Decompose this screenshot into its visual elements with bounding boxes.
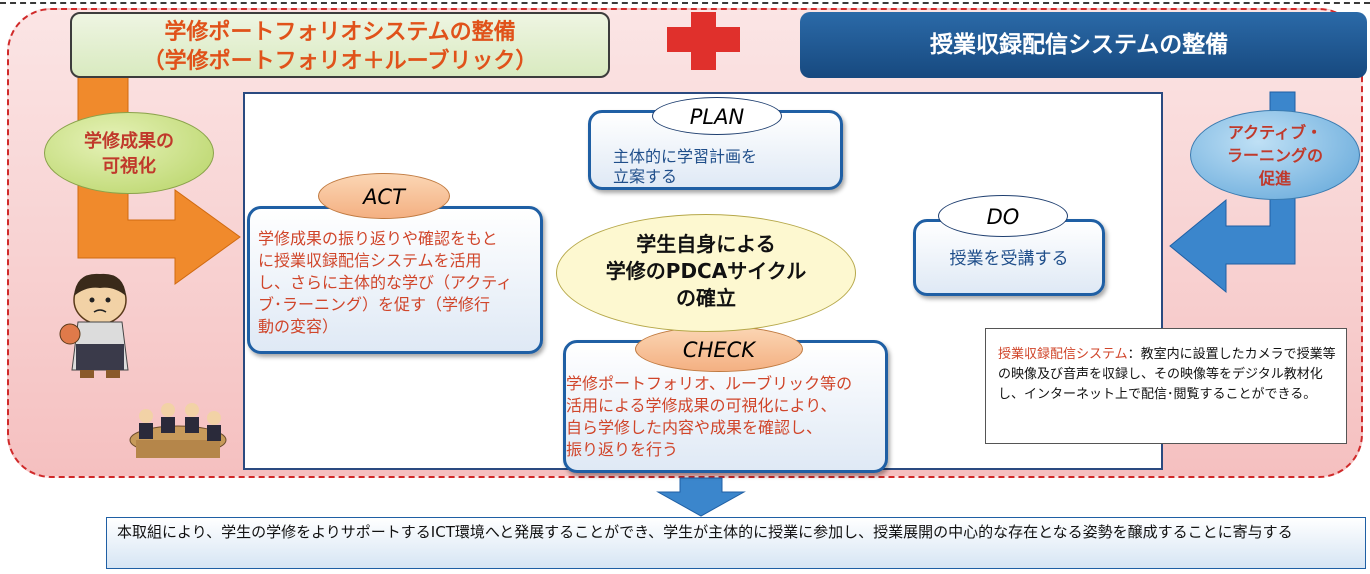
active-learning-bubble-line-1: アクティブ・ xyxy=(1227,123,1323,142)
center-line-1: 学生自身による xyxy=(636,232,776,256)
bottom-down-arrow xyxy=(656,477,746,517)
visualization-bubble: 学修成果の 可視化 xyxy=(44,112,214,194)
act-text-line-1: 学修成果の振り返りや確認をもと xyxy=(258,229,498,248)
act-label: ACT xyxy=(318,173,450,219)
check-text-line-2: 活用による学修成果の可視化により、 xyxy=(566,396,837,415)
note-body: ：教室内に設置したカメラで授業等の映像及び音声を収録し、その映像等をデジタル教材… xyxy=(998,347,1336,402)
check-text-line-3: 自ら学修した内容や成果を確認し、 xyxy=(566,418,823,437)
pdca-center-ellipse: 学生自身による 学修のPDCAサイクル の確立 xyxy=(556,214,856,332)
act-text-line-2: に授業収録配信システムを活用 xyxy=(258,251,482,270)
act-text-line-5: 動の変容） xyxy=(258,317,339,336)
portfolio-system-title: 学修ポートフォリオシステムの整備 （学修ポートフォリオ＋ルーブリック） xyxy=(70,12,610,78)
act-box xyxy=(247,206,543,354)
center-line-3: の確立 xyxy=(676,286,736,310)
meeting-illustration xyxy=(129,403,227,458)
center-line-2: 学修のPDCAサイクル xyxy=(605,259,807,283)
act-text: 学修成果の振り返りや確認をもと に授業収録配信システムを活用 し、さらに主体的な… xyxy=(258,228,538,338)
note-heading: 授業収録配信システム xyxy=(998,347,1128,362)
active-learning-bubble: アクティブ・ ラーニングの 促進 xyxy=(1190,110,1360,200)
visualization-bubble-line-1: 学修成果の xyxy=(84,131,174,152)
plan-label: PLAN xyxy=(652,97,782,135)
top-dashed-line xyxy=(0,2,1370,4)
do-text: 授業を受講する xyxy=(949,249,1069,269)
plan-text: 主体的に学習計画を 立案する xyxy=(613,147,823,187)
check-text: 学修ポートフォリオ、ルーブリック等の 活用による学修成果の可視化により、 自ら学… xyxy=(566,373,886,461)
conclusion-bar: 本取組により、学生の学修をよりサポートするICT環境へと発展することができ、学生… xyxy=(106,517,1366,569)
act-text-line-4: ブ･ラーニング）を促す（学修行 xyxy=(258,295,491,314)
visualization-bubble-line-2: 可視化 xyxy=(102,156,156,177)
check-text-line-4: 振り返りを行う xyxy=(566,440,679,459)
active-learning-bubble-line-2: ラーニングの xyxy=(1226,146,1323,165)
lecture-recording-title: 授業収録配信システムの整備 xyxy=(800,12,1367,78)
check-text-line-1: 学修ポートフォリオ、ルーブリック等の xyxy=(566,374,853,393)
plus-icon xyxy=(667,12,740,70)
act-text-line-3: し、さらに主体的な学び（アクティ xyxy=(258,273,513,292)
do-label: DO xyxy=(938,195,1068,237)
plan-text-line-1: 主体的に学習計画を xyxy=(613,147,758,166)
portfolio-title-line-1: 学修ポートフォリオシステムの整備 xyxy=(164,20,516,45)
student-illustration xyxy=(59,273,129,378)
active-learning-bubble-line-3: 促進 xyxy=(1258,169,1291,188)
recording-system-note: 授業収録配信システム：教室内に設置したカメラで授業等の映像及び音声を収録し、その… xyxy=(985,328,1347,444)
check-label: CHECK xyxy=(635,326,803,372)
portfolio-title-line-2: （学修ポートフォリオ＋ルーブリック） xyxy=(142,49,538,74)
plan-text-line-2: 立案する xyxy=(613,167,678,186)
